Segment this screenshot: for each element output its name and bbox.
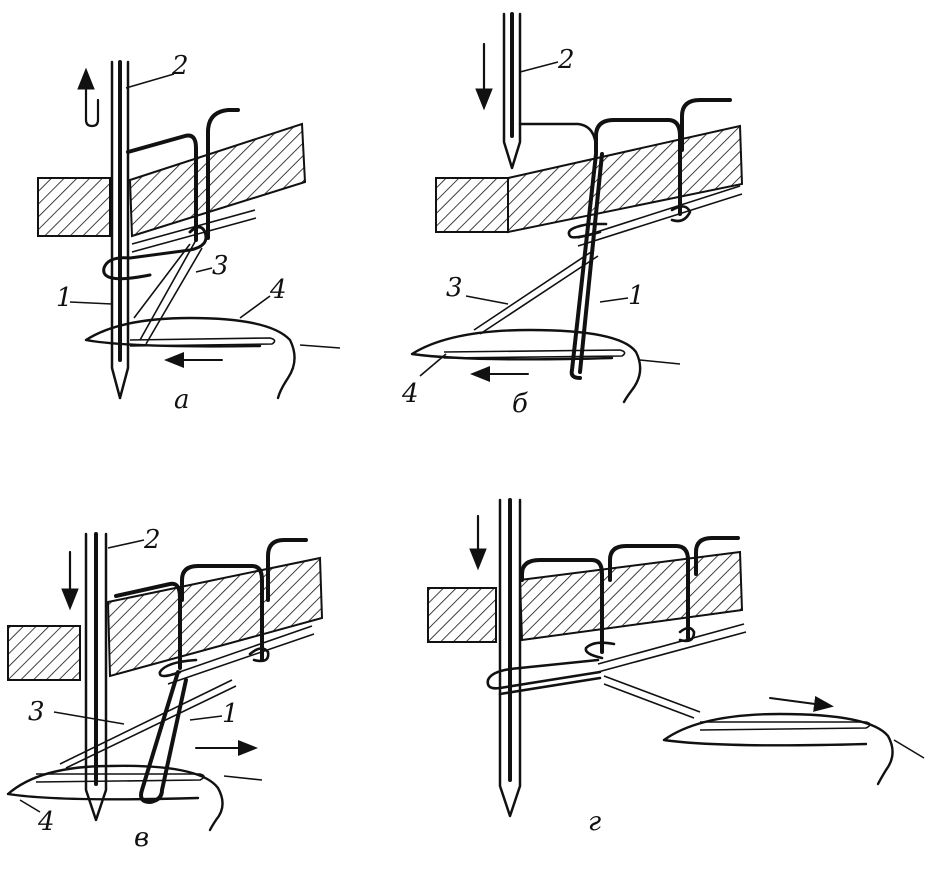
under-thread [577, 185, 743, 247]
needle [84, 532, 108, 822]
label-thread: 1 [222, 699, 239, 729]
stitch-loops-top [114, 538, 308, 670]
looper [410, 328, 681, 404]
label-needle: 2 [143, 525, 161, 555]
under-loop-right [670, 205, 692, 223]
under-thread [597, 623, 747, 673]
thread-1 [139, 670, 188, 804]
panel-caption: г [588, 807, 601, 837]
panel-a: 2 1 3 4 а [37, 51, 341, 415]
fabric-right [106, 556, 324, 678]
fabric-right [507, 124, 744, 234]
loop-3 [59, 679, 237, 769]
looper [6, 764, 263, 832]
label-looper: 4 [401, 379, 419, 409]
label-thread: 1 [56, 283, 73, 313]
stitch-loops-top [520, 536, 740, 654]
label-loop: 3 [446, 273, 463, 303]
under-thread [167, 625, 315, 685]
under-loop-right [678, 626, 696, 643]
thread-1-loop [102, 225, 208, 281]
needle-direction-up-arrow [77, 67, 100, 128]
fabric-left [435, 177, 509, 233]
label-looper: 4 [37, 807, 55, 837]
under-thread [131, 209, 257, 253]
label-needle: 2 [557, 45, 575, 75]
fabric-left [427, 587, 497, 643]
looper-direction-right-arrow [769, 695, 834, 712]
loop-3 [603, 675, 701, 719]
panel-g: г [427, 498, 925, 837]
fabric-right [128, 122, 307, 238]
stitch-loops-top [594, 98, 732, 216]
label-loop: 3 [28, 697, 45, 727]
needle [498, 498, 522, 818]
looper [84, 316, 341, 400]
panel-b: 2 3 1 4 б [401, 12, 744, 419]
loop-3 [133, 239, 203, 345]
thread-wrap-needle [486, 658, 602, 696]
needle-thread [518, 122, 598, 152]
label-loop: 3 [212, 251, 229, 281]
stitch-loops-top [126, 108, 240, 242]
looper [662, 712, 925, 786]
label-looper: 4 [269, 275, 287, 305]
fabric-right [518, 550, 744, 642]
fabric-left [37, 177, 111, 237]
panel-caption: в [134, 823, 149, 853]
fabric-left [7, 625, 81, 681]
under-loop-left [584, 641, 616, 660]
needle [110, 60, 130, 400]
label-thread: 1 [628, 281, 645, 311]
label-needle: 2 [171, 51, 189, 81]
under-loop-right [248, 647, 270, 663]
thread-1 [569, 152, 604, 380]
under-loop-left [158, 658, 198, 678]
panel-v: 2 3 1 4 в [6, 525, 324, 853]
needle [502, 12, 522, 170]
panel-caption: а [174, 385, 190, 415]
loop-3 [473, 249, 599, 335]
panel-caption: б [512, 389, 528, 419]
